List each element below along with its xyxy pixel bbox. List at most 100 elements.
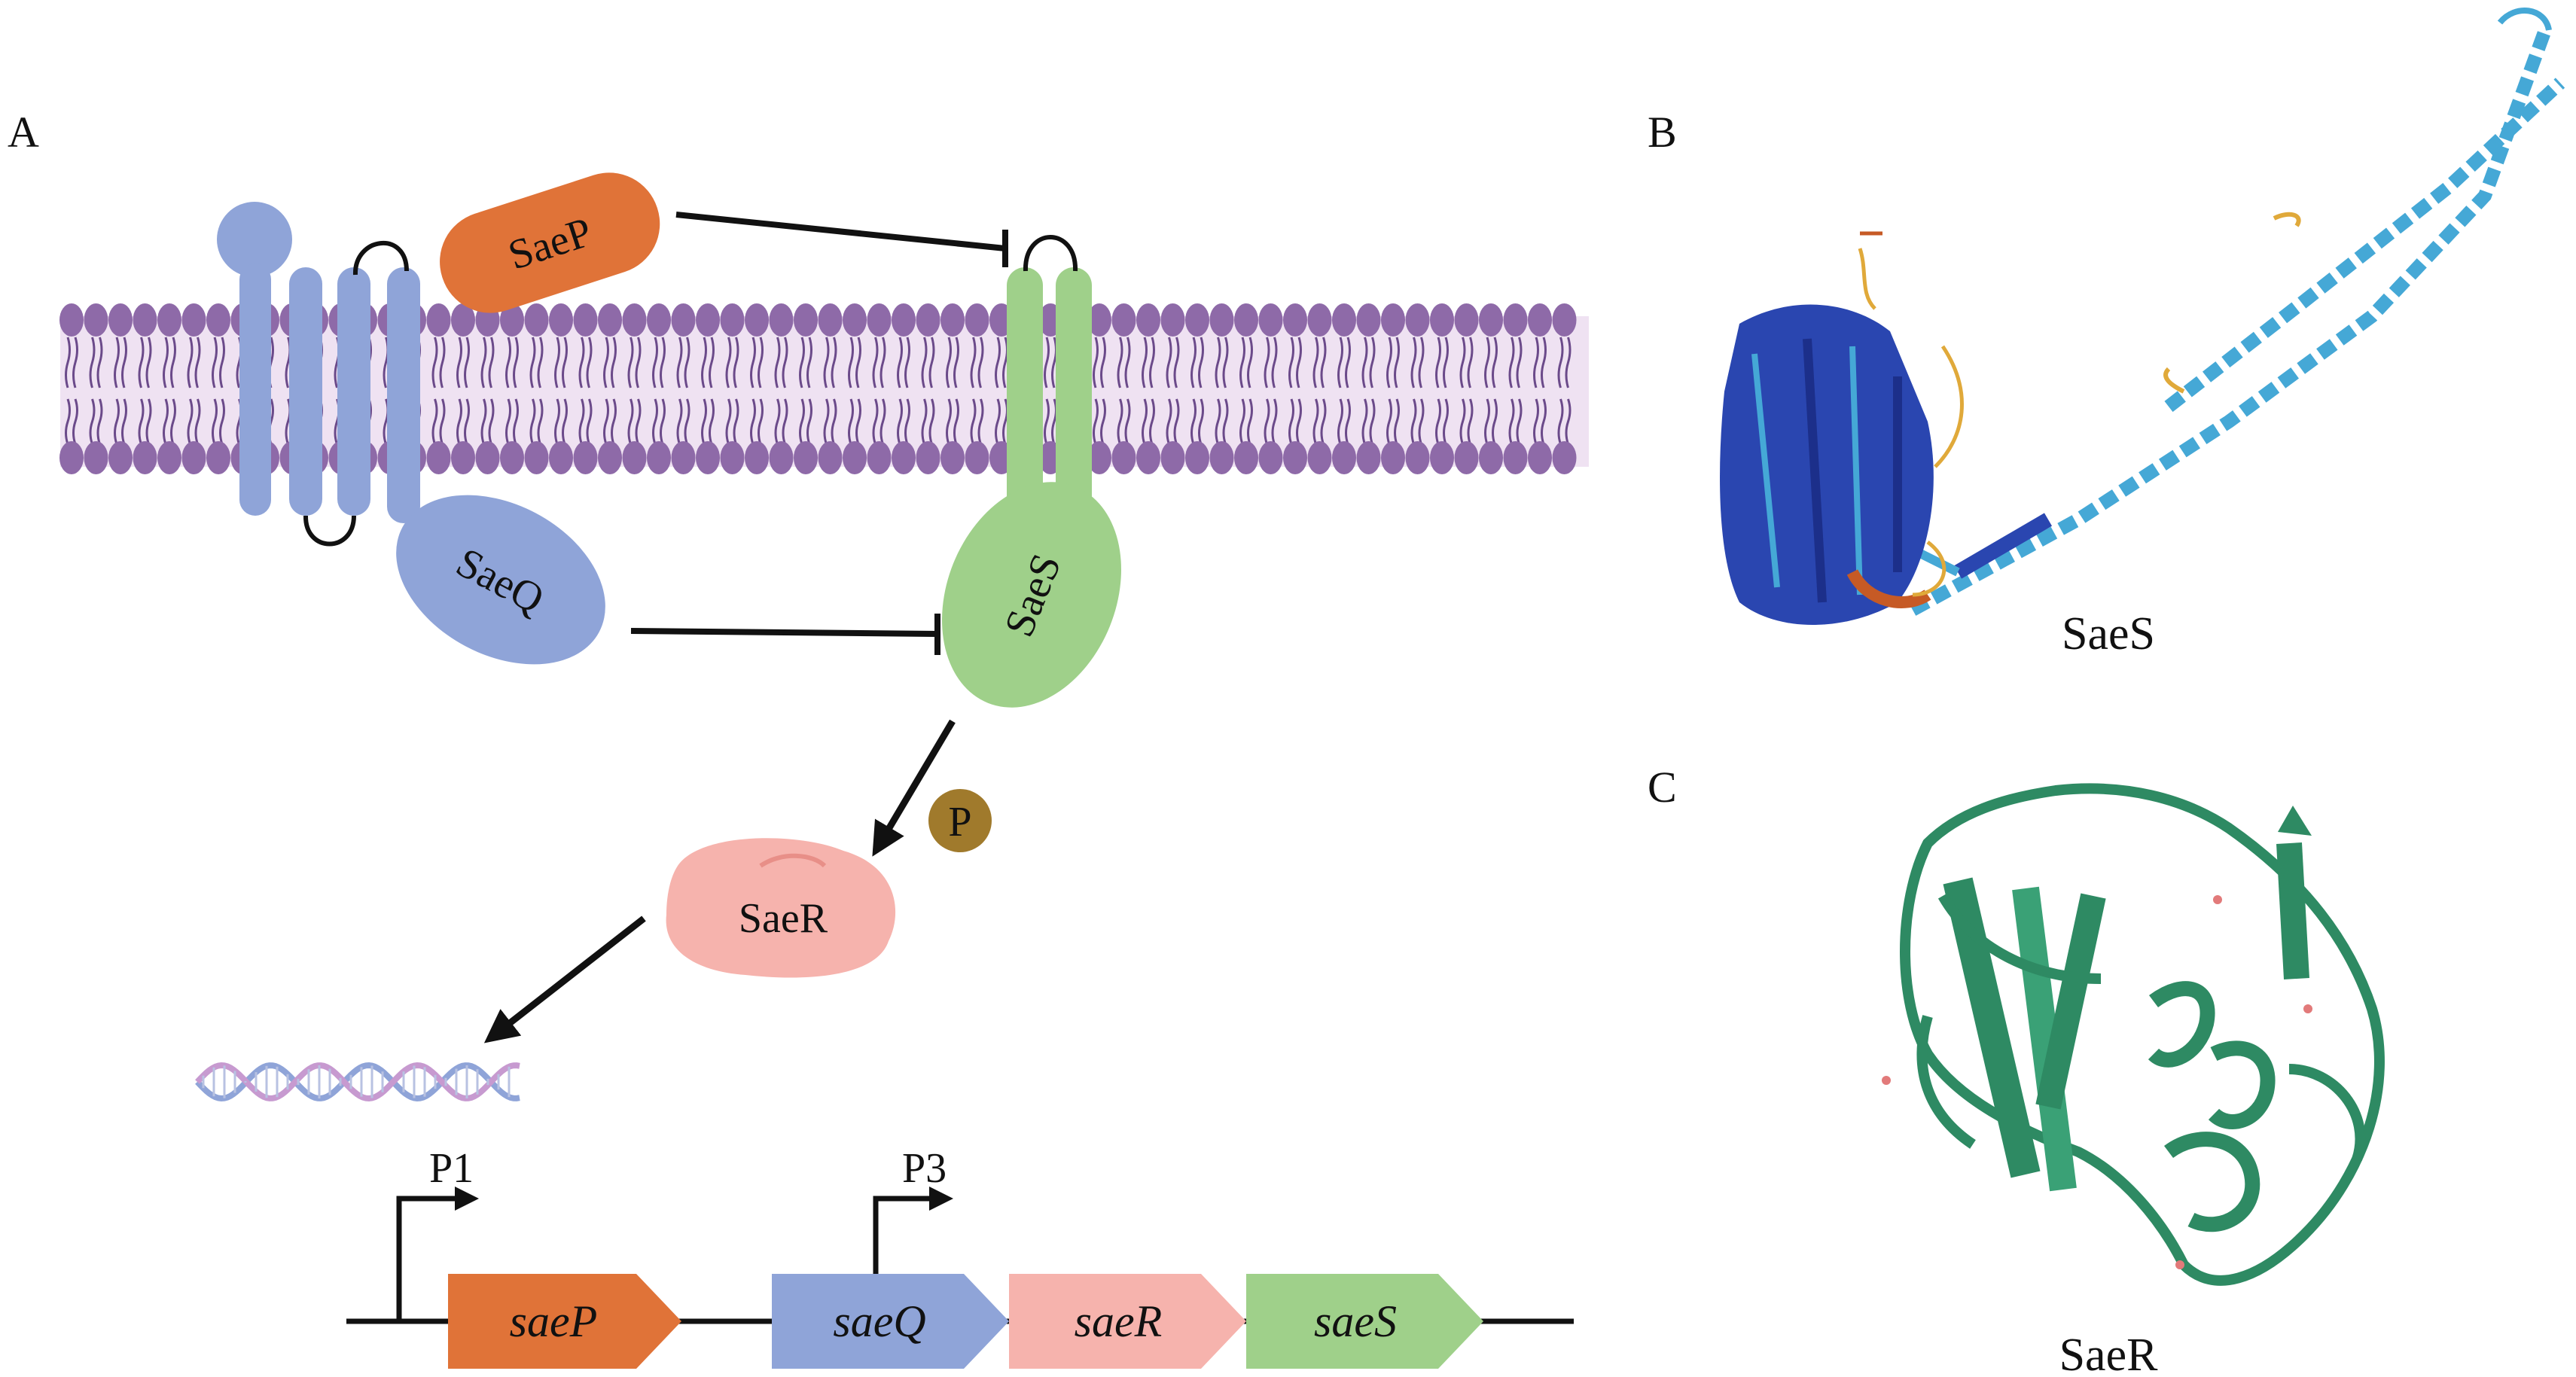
lipid-tail: [1239, 398, 1245, 445]
lipid-head: [769, 441, 794, 474]
lipid-tail: [879, 337, 886, 388]
lipid-tail: [537, 337, 544, 388]
lipid-tail: [928, 398, 935, 445]
lipid-tail: [758, 337, 764, 388]
lipid-tail: [684, 398, 690, 445]
lipid-tail: [611, 337, 617, 388]
lipid-tail: [114, 337, 120, 388]
lipid-tail: [1418, 337, 1425, 388]
lipid-tail: [1484, 398, 1490, 445]
lipid-head: [206, 441, 230, 474]
lipid-head: [916, 441, 940, 474]
lipid-tail: [1166, 337, 1172, 388]
lipid-head: [916, 303, 940, 337]
lipid-head: [818, 303, 843, 337]
lipid-tail: [1124, 398, 1131, 445]
lipid-tail: [725, 398, 732, 445]
lipid-tail: [456, 337, 462, 388]
lipid-tail: [1386, 398, 1392, 445]
lipid-tail: [480, 398, 487, 445]
lipid-tail: [799, 398, 805, 445]
lipid-tail: [1190, 398, 1197, 445]
lipid-tail: [627, 398, 634, 445]
lipid-tail: [799, 337, 805, 388]
lipid-head: [108, 441, 133, 474]
saer-caption: SaeR: [2059, 1330, 2159, 1377]
lipid-head: [818, 441, 843, 474]
lipid-head: [1160, 441, 1185, 474]
lipid-tail: [1533, 337, 1539, 388]
lipid-head: [181, 303, 206, 337]
lipid-head: [647, 441, 671, 474]
lipid-head: [1454, 441, 1479, 474]
lipid-tail: [212, 337, 218, 388]
lipid-tail: [72, 337, 78, 388]
lipid-head: [1430, 303, 1454, 337]
lipid-head: [157, 303, 181, 337]
lipid-tail: [897, 398, 903, 445]
lipid-head: [206, 303, 230, 337]
gene-saer-label: saeR: [1075, 1296, 1163, 1346]
phosphate-group: P: [928, 789, 992, 852]
inhibition-saeq-to-saes: [630, 614, 940, 655]
lipid-tail: [1093, 398, 1099, 445]
lipid-tail: [1142, 398, 1148, 445]
lipid-tail: [806, 398, 812, 445]
lipid-tail: [1296, 337, 1302, 388]
lipid-tail: [1459, 337, 1466, 388]
lipid-head: [794, 303, 818, 337]
lipid-head: [867, 441, 892, 474]
lipid-tail: [114, 398, 120, 445]
gene-saep-label: saeP: [510, 1296, 598, 1346]
lipid-tail: [1492, 337, 1498, 388]
lipid-tail: [1239, 337, 1245, 388]
lipid-tail: [946, 337, 952, 388]
lipid-tail: [586, 337, 593, 388]
lipid-tail: [145, 337, 152, 388]
lipid-tail: [1271, 337, 1278, 388]
lipid-tail: [219, 398, 225, 445]
lipid-tail: [537, 398, 544, 445]
lipid-head: [1307, 441, 1332, 474]
lipid-head: [720, 303, 745, 337]
lipid-head: [1209, 441, 1234, 474]
lipid-head: [84, 303, 108, 337]
lipid-head: [1528, 441, 1552, 474]
lipid-tail: [725, 337, 732, 388]
lipid-tail: [89, 337, 96, 388]
lipid-tail: [1337, 398, 1343, 445]
saeq-transmembrane-domain: [217, 202, 420, 547]
lipid-tail: [121, 398, 127, 445]
lipid-tail: [1149, 398, 1155, 445]
lipid-tail: [782, 337, 788, 388]
lipid-tail: [89, 398, 96, 445]
gene-saeq-label: saeQ: [833, 1296, 925, 1346]
lipid-tail: [65, 337, 71, 388]
lipid-head: [696, 303, 720, 337]
lipid-tail: [163, 337, 169, 388]
lipid-tail: [879, 398, 886, 445]
lipid-tail: [872, 398, 879, 445]
lipid-tail: [1222, 398, 1229, 445]
promoter-p1: P1: [396, 1145, 479, 1321]
lipid-tail: [855, 337, 861, 388]
lipid-tail: [529, 398, 536, 445]
lipid-head: [1087, 441, 1111, 474]
saer-structure: SaeR: [1882, 783, 2385, 1377]
lipid-tail: [1264, 337, 1270, 388]
lipid-head: [647, 303, 671, 337]
lipid-tail: [1198, 398, 1204, 445]
lipid-head: [598, 303, 622, 337]
lipid-tail: [1345, 337, 1351, 388]
lipid-head: [1381, 303, 1405, 337]
lipid-head: [1258, 303, 1283, 337]
lipid-tail: [1320, 337, 1327, 388]
lipid-tail: [1435, 337, 1441, 388]
lipid-tail: [1124, 337, 1131, 388]
lipid-tail: [1173, 337, 1180, 388]
lipid-head: [59, 441, 84, 474]
lipid-tail: [1247, 398, 1253, 445]
lipid-tail: [1467, 337, 1474, 388]
lipid-head: [1405, 441, 1430, 474]
lipid-tail: [701, 337, 707, 388]
